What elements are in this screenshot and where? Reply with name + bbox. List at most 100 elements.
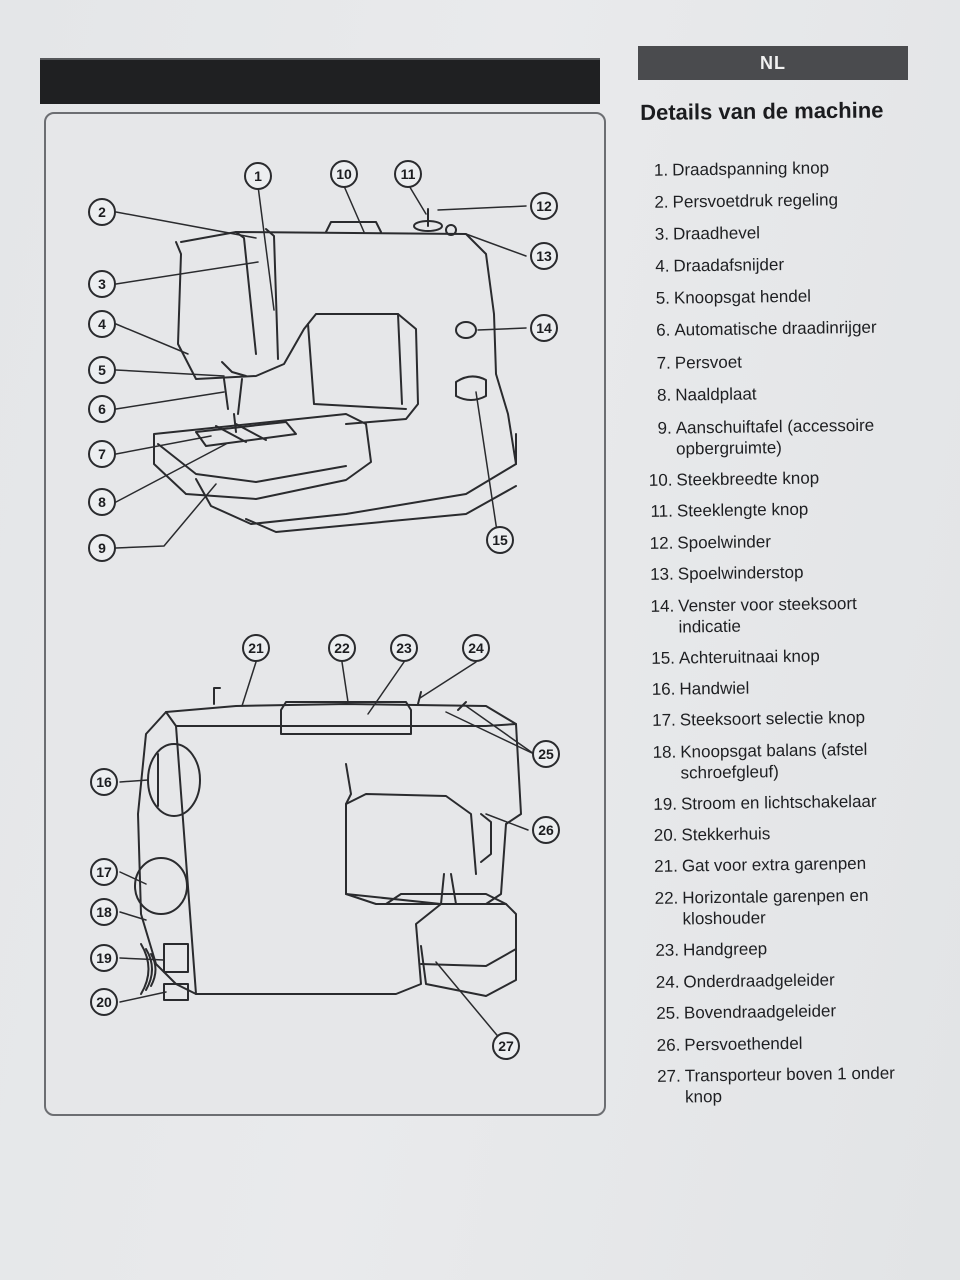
callout-13: 13 xyxy=(530,242,558,270)
part-label: Persvoet xyxy=(674,352,743,373)
parts-list-item: 16.Handwiel xyxy=(647,675,919,700)
callout-number: 7 xyxy=(98,446,106,462)
callout-number: 8 xyxy=(98,494,106,510)
parts-list-item: 9.Aanschuiftafel (accessoire opbergruimt… xyxy=(644,414,917,460)
parts-list-item: 21.Gat voor extra garenpen xyxy=(650,852,922,877)
callout-number: 12 xyxy=(536,198,552,214)
part-label: Transporteur boven 1 onder knop xyxy=(684,1063,896,1107)
parts-list-item: 19.Stroom en lichtschakelaar xyxy=(649,790,921,815)
part-number: 15. xyxy=(651,648,676,668)
callout-23: 23 xyxy=(390,634,418,662)
callout-16: 16 xyxy=(90,768,118,796)
part-label: Persvoethendel xyxy=(684,1033,803,1055)
parts-list-item: 5.Knoopsgat hendel xyxy=(642,284,914,309)
part-number: 4. xyxy=(655,256,670,276)
callout-8: 8 xyxy=(88,488,116,516)
part-label: Aanschuiftafel (accessoire opbergruimte) xyxy=(675,415,875,459)
part-number: 7. xyxy=(656,353,671,373)
callout-number: 24 xyxy=(468,640,484,656)
callout-15: 15 xyxy=(486,526,514,554)
part-label: Gat voor extra garenpen xyxy=(681,853,867,876)
callout-12: 12 xyxy=(530,192,558,220)
part-number: 6. xyxy=(656,320,671,340)
callout-27: 27 xyxy=(492,1032,520,1060)
part-number: 23. xyxy=(655,940,680,960)
parts-list-item: 6.Automatische draadinrijger xyxy=(642,316,914,341)
callout-25: 25 xyxy=(532,740,560,768)
part-label: Steeklengte knop xyxy=(676,499,809,521)
part-label: Knoopsgat hendel xyxy=(673,286,812,308)
part-number: 1. xyxy=(653,160,669,180)
part-label: Venster voor steeksoort indicatie xyxy=(678,594,857,637)
section-title: Details van de machine xyxy=(640,97,884,125)
part-label: Handwiel xyxy=(679,678,750,699)
callout-6: 6 xyxy=(88,395,116,423)
parts-list-item: 2.Persvoetdruk regeling xyxy=(640,188,912,213)
callout-11: 11 xyxy=(394,160,422,188)
part-label: Bovendraadgeleider xyxy=(683,1001,837,1023)
language-tab: NL xyxy=(638,46,908,80)
callout-number: 23 xyxy=(396,640,412,656)
part-number: 10. xyxy=(648,470,673,490)
parts-list-item: 7.Persvoet xyxy=(643,349,915,374)
callout-number: 25 xyxy=(538,746,554,762)
parts-list-item: 18.Knoopsgat balans (afstel schroefgleuf… xyxy=(648,738,921,784)
header-rule xyxy=(40,58,600,60)
callout-20: 20 xyxy=(90,988,118,1016)
parts-list-item: 8.Naaldplaat xyxy=(643,381,915,406)
callout-4: 4 xyxy=(88,310,116,338)
part-number: 19. xyxy=(653,794,678,814)
callout-number: 4 xyxy=(98,316,106,332)
callout-number: 15 xyxy=(492,532,508,548)
part-label: Spoelwinderstop xyxy=(677,562,804,584)
part-number: 2. xyxy=(654,192,669,212)
parts-list-item: 24.Onderdraadgeleider xyxy=(651,968,923,993)
callout-number: 3 xyxy=(98,276,106,292)
part-number: 18. xyxy=(652,742,677,762)
callout-number: 14 xyxy=(536,320,552,336)
callout-number: 20 xyxy=(96,994,112,1010)
parts-list-item: 14.Venster voor steeksoort indicatie xyxy=(646,592,919,638)
part-label: Stroom en lichtschakelaar xyxy=(680,791,877,814)
part-label: Knoopsgat balans (afstel schroefgleuf) xyxy=(680,739,868,783)
callout-number: 22 xyxy=(334,640,350,656)
callout-number: 19 xyxy=(96,950,112,966)
callout-number: 17 xyxy=(96,864,112,880)
part-number: 22. xyxy=(654,888,679,908)
back-view-machine xyxy=(134,687,522,1001)
part-number: 8. xyxy=(656,385,672,405)
part-number: 21. xyxy=(654,856,678,876)
parts-list-item: 15.Achteruitnaai knop xyxy=(647,644,919,669)
part-label: Automatische draadinrijger xyxy=(674,317,877,340)
parts-list-item: 26.Persvoethendel xyxy=(652,1031,924,1056)
callout-26: 26 xyxy=(532,816,560,844)
part-number: 13. xyxy=(650,564,674,584)
callout-5: 5 xyxy=(88,356,116,384)
part-label: Draadspanning knop xyxy=(672,158,830,180)
part-number: 12. xyxy=(649,533,674,553)
callout-9: 9 xyxy=(88,534,116,562)
callout-leaders xyxy=(115,183,535,1047)
part-label: Draadafsnijder xyxy=(673,255,785,276)
callout-3: 3 xyxy=(88,270,116,298)
part-number: 17. xyxy=(652,710,676,730)
parts-list-item: 17.Steeksoort selectie knop xyxy=(648,706,920,731)
parts-list-item: 27.Transporteur boven 1 onder knop xyxy=(653,1062,926,1108)
part-label: Spoelwinder xyxy=(677,532,772,553)
parts-list-item: 25.Bovendraadgeleider xyxy=(652,999,924,1024)
callout-14: 14 xyxy=(530,314,558,342)
part-label: Persvoetdruk regeling xyxy=(672,190,839,212)
parts-list-item: 1.Draadspanning knop xyxy=(640,156,912,181)
callout-number: 27 xyxy=(498,1038,514,1054)
parts-list-item: 10.Steekbreedte knop xyxy=(644,466,916,491)
part-number: 27. xyxy=(657,1066,681,1086)
part-label: Handgreep xyxy=(682,939,768,960)
callout-number: 5 xyxy=(98,362,106,378)
callout-number: 18 xyxy=(96,904,112,920)
part-number: 25. xyxy=(656,1003,681,1023)
callout-1: 1 xyxy=(244,162,272,190)
callout-number: 10 xyxy=(336,166,352,182)
